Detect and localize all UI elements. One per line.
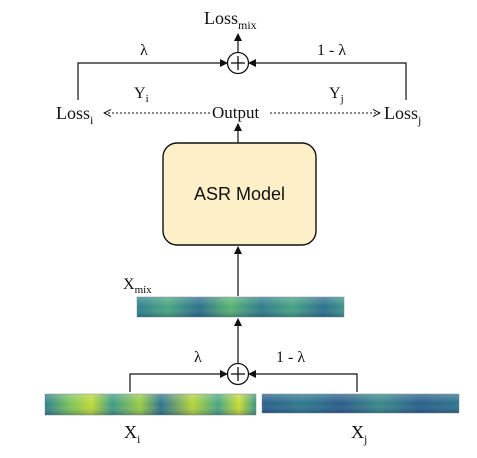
- lambda-branch-top: [77, 59, 228, 100]
- loss-i-main: Loss: [56, 103, 90, 123]
- y-i-subscript: i: [146, 93, 149, 105]
- loss-j-main: Loss: [384, 103, 418, 123]
- y-j-main: Y: [329, 85, 341, 102]
- lambda-label-bottom: λ: [194, 349, 202, 366]
- loss-j-subscript: j: [417, 113, 421, 127]
- x-mix-spectrogram: [136, 296, 345, 318]
- loss-mix-label: Lossmix: [204, 8, 257, 32]
- x-j-spectrogram: [261, 393, 460, 414]
- asr-model-box: [162, 142, 317, 246]
- x-j-main: X: [351, 422, 364, 442]
- loss-i-subscript: i: [90, 113, 94, 127]
- x-i-label: Xi: [124, 422, 141, 446]
- one-minus-lambda-branch-bottom: [248, 370, 358, 392]
- output-label: Output: [212, 103, 260, 122]
- y-i-label: Yi: [134, 85, 149, 105]
- asr-model-label: ASR Model: [194, 184, 285, 204]
- loss-i-label: Lossi: [56, 103, 94, 127]
- loss-mix-main: Loss: [204, 8, 238, 28]
- x-mix-subscript: mix: [135, 284, 153, 296]
- x-j-subscript: j: [363, 432, 367, 446]
- x-i-spectrogram: [44, 393, 257, 416]
- loss-j-label: Lossj: [384, 103, 421, 127]
- lambda-label-top: λ: [140, 42, 148, 59]
- one-minus-lambda-branch-top: [248, 59, 407, 100]
- y-j-subscript: j: [340, 93, 344, 105]
- circled-plus-icon: [226, 51, 250, 75]
- one-minus-lambda-label-bottom: 1 - λ: [276, 349, 305, 366]
- y-i-main: Y: [134, 85, 146, 102]
- x-mix-main: X: [123, 276, 135, 293]
- circled-plus-icon: [226, 362, 250, 386]
- x-i-subscript: i: [137, 432, 141, 446]
- x-mix-label: Xmix: [123, 276, 152, 296]
- loss-mix-subscript: mix: [238, 18, 257, 32]
- x-i-main: X: [124, 422, 137, 442]
- x-j-label: Xj: [351, 422, 367, 446]
- one-minus-lambda-label-top: 1 - λ: [317, 42, 346, 59]
- lambda-branch-bottom: [129, 370, 228, 392]
- y-j-label: Yj: [329, 85, 344, 105]
